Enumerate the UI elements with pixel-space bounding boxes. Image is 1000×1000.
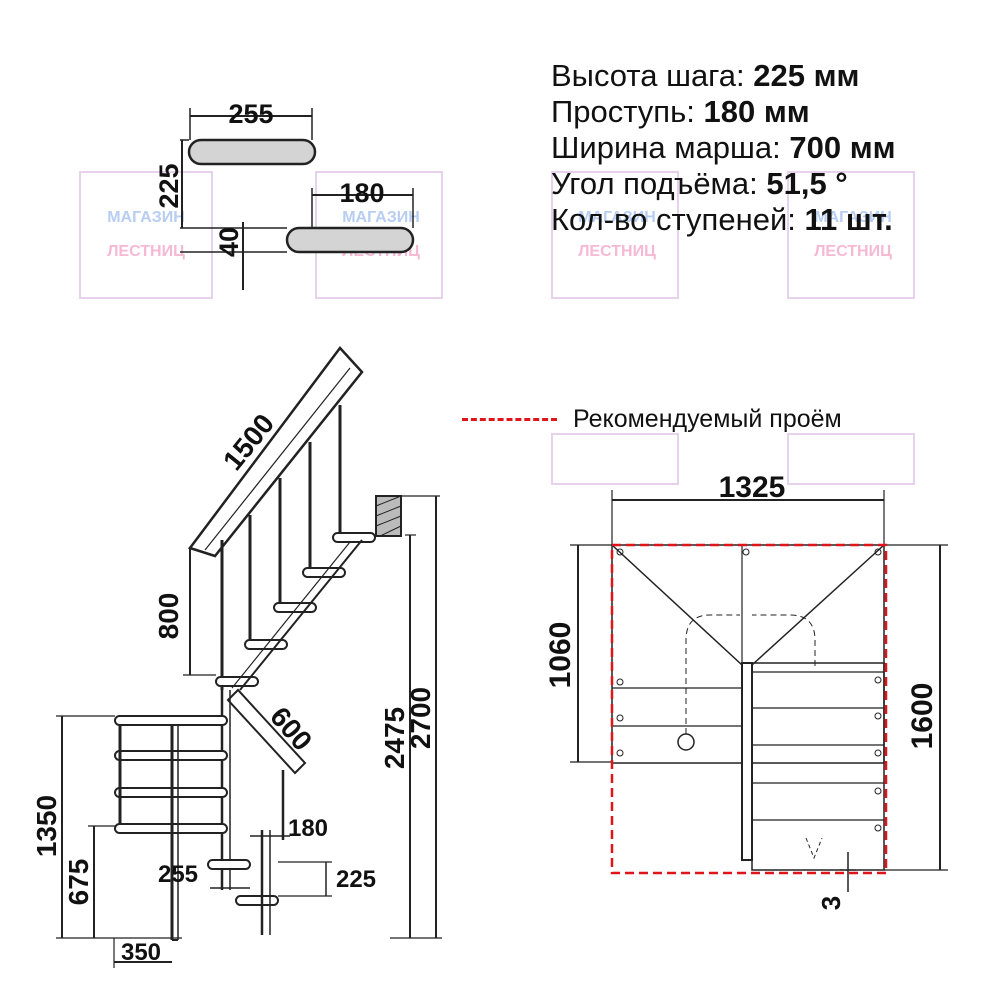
landing-height-label: 1350 bbox=[31, 795, 62, 857]
spec-label: Высота шага: bbox=[551, 58, 754, 93]
watermark-box: МАГАЗИН ЛЕСТНИЦ bbox=[79, 171, 213, 299]
watermark-box: МАГАЗИН ЛЕСТНИЦ bbox=[787, 171, 915, 299]
watermark-line1: МАГАЗИН bbox=[342, 209, 420, 226]
floor-height-label: 2475 bbox=[379, 707, 410, 769]
watermark-line1: МАГАЗИН bbox=[107, 209, 185, 226]
watermark-box bbox=[787, 433, 915, 485]
base-width-label: 350 bbox=[121, 939, 161, 966]
lower-going-label: 180 bbox=[288, 815, 328, 842]
plan-opening-depth-label: 1060 bbox=[544, 622, 577, 689]
watermark-line2: ЛЕСТНИЦ bbox=[578, 243, 656, 260]
watermark-box bbox=[551, 433, 679, 485]
legend-dash-line bbox=[462, 418, 557, 421]
detail-tread-length-label: 255 bbox=[228, 99, 273, 129]
step-detail bbox=[180, 108, 415, 290]
spec-value: 11 шт. bbox=[804, 202, 893, 237]
handrail bbox=[187, 346, 364, 558]
spec-label: Угол подъёма: bbox=[551, 166, 767, 201]
mid-height-label: 675 bbox=[63, 859, 94, 906]
watermark-line2: ЛЕСТНИЦ bbox=[814, 243, 892, 260]
elevation-view bbox=[56, 346, 442, 968]
watermark-line1: МАГАЗИН bbox=[814, 209, 892, 226]
spec-label: Ширина марша: bbox=[551, 130, 790, 165]
watermark-line2: ЛЕСТНИЦ bbox=[107, 243, 185, 260]
detail-thickness-label: 40 bbox=[214, 227, 244, 257]
plan-view bbox=[570, 490, 948, 892]
watermark-layer: МАГАЗИН ЛЕСТНИЦ МАГАЗИН ЛЕСТНИЦ МАГАЗИН … bbox=[79, 171, 915, 485]
legend-label: Рекомендуемый проём bbox=[573, 405, 842, 433]
spec-value: 225 мм bbox=[753, 58, 860, 93]
watermark-box: МАГАЗИН ЛЕСТНИЦ bbox=[551, 171, 679, 299]
opening-legend: Рекомендуемый проём bbox=[462, 405, 842, 434]
watermark-line1: МАГАЗИН bbox=[578, 209, 656, 226]
spec-value: 51,5 ° bbox=[766, 166, 848, 201]
spec-value: 180 мм bbox=[703, 94, 810, 129]
spec-label: Проступь: bbox=[551, 94, 704, 129]
spec-step-height: Высота шага: 225 мм bbox=[551, 58, 896, 94]
handrail-height-label: 800 bbox=[153, 593, 184, 640]
lower-tread-label: 255 bbox=[158, 861, 198, 888]
spec-rise-angle: Угол подъёма: 51,5 ° bbox=[551, 166, 896, 202]
spec-step-count: Кол-во ступеней: 11 шт. bbox=[551, 202, 896, 238]
spec-flight-width: Ширина марша: 700 мм bbox=[551, 130, 896, 166]
detail-riser-label: 225 bbox=[154, 163, 184, 208]
spec-tread-depth: Проступь: 180 мм bbox=[551, 94, 896, 130]
plan-gap-label: 3 bbox=[816, 896, 846, 910]
detail-going-label: 180 bbox=[339, 178, 384, 208]
lower-tread bbox=[285, 226, 415, 254]
lower-riser-label: 225 bbox=[336, 866, 376, 893]
plan-length-label: 1600 bbox=[906, 683, 939, 750]
recommended-opening-outline bbox=[610, 543, 888, 875]
total-height-label: 2700 bbox=[405, 687, 436, 749]
specifications-block: Высота шага: 225 мм Проступь: 180 мм Шир… bbox=[551, 58, 896, 238]
spec-value: 700 мм bbox=[789, 130, 896, 165]
upper-tread bbox=[187, 138, 317, 166]
plan-width-label: 1325 bbox=[719, 471, 786, 504]
spec-label: Кол-во ступеней: bbox=[551, 202, 805, 237]
